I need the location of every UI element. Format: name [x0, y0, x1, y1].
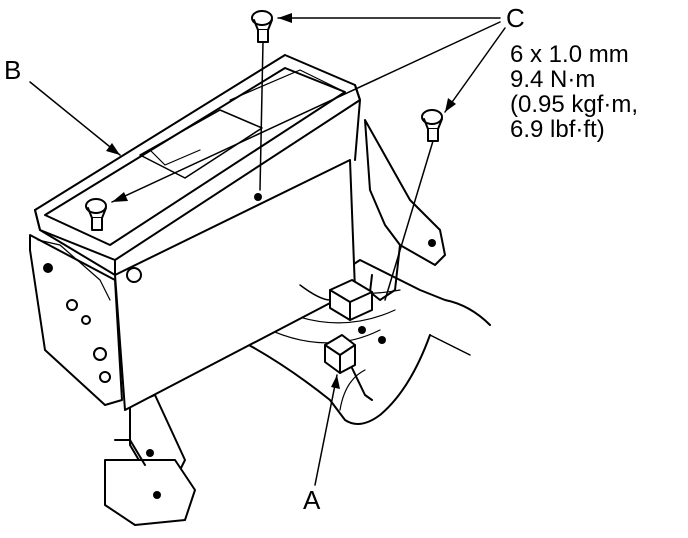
leader-b: [29, 81, 121, 156]
top-hole: [254, 193, 262, 201]
torque-kgfm: (0.95 kgf·m,: [510, 91, 639, 118]
rear-bracket: [364, 119, 446, 301]
connector-a: [324, 334, 373, 401]
bolt-left: [85, 198, 107, 231]
label-a: A: [303, 485, 321, 515]
floor-hole: [378, 336, 386, 344]
connector-upper: [299, 279, 373, 321]
leader-c: [111, 13, 506, 203]
floor-hole: [358, 326, 366, 334]
torque-lbfft: 6.9 lbf·ft): [510, 116, 605, 143]
bolt-top: [251, 10, 273, 191]
front-bracket: [104, 394, 196, 526]
torque-spec: 6 x 1.0 mm 9.4 N·m (0.95 kgf·m, 6.9 lbf·…: [510, 42, 638, 142]
torque-nm: 9.4 N·m: [510, 66, 596, 93]
label-b: B: [4, 55, 22, 85]
leader-a: [314, 374, 340, 486]
bolt-size: 6 x 1.0 mm: [510, 41, 629, 68]
bolt-right: [384, 109, 443, 301]
label-c: C: [506, 3, 525, 33]
control-unit-body: [29, 54, 361, 411]
